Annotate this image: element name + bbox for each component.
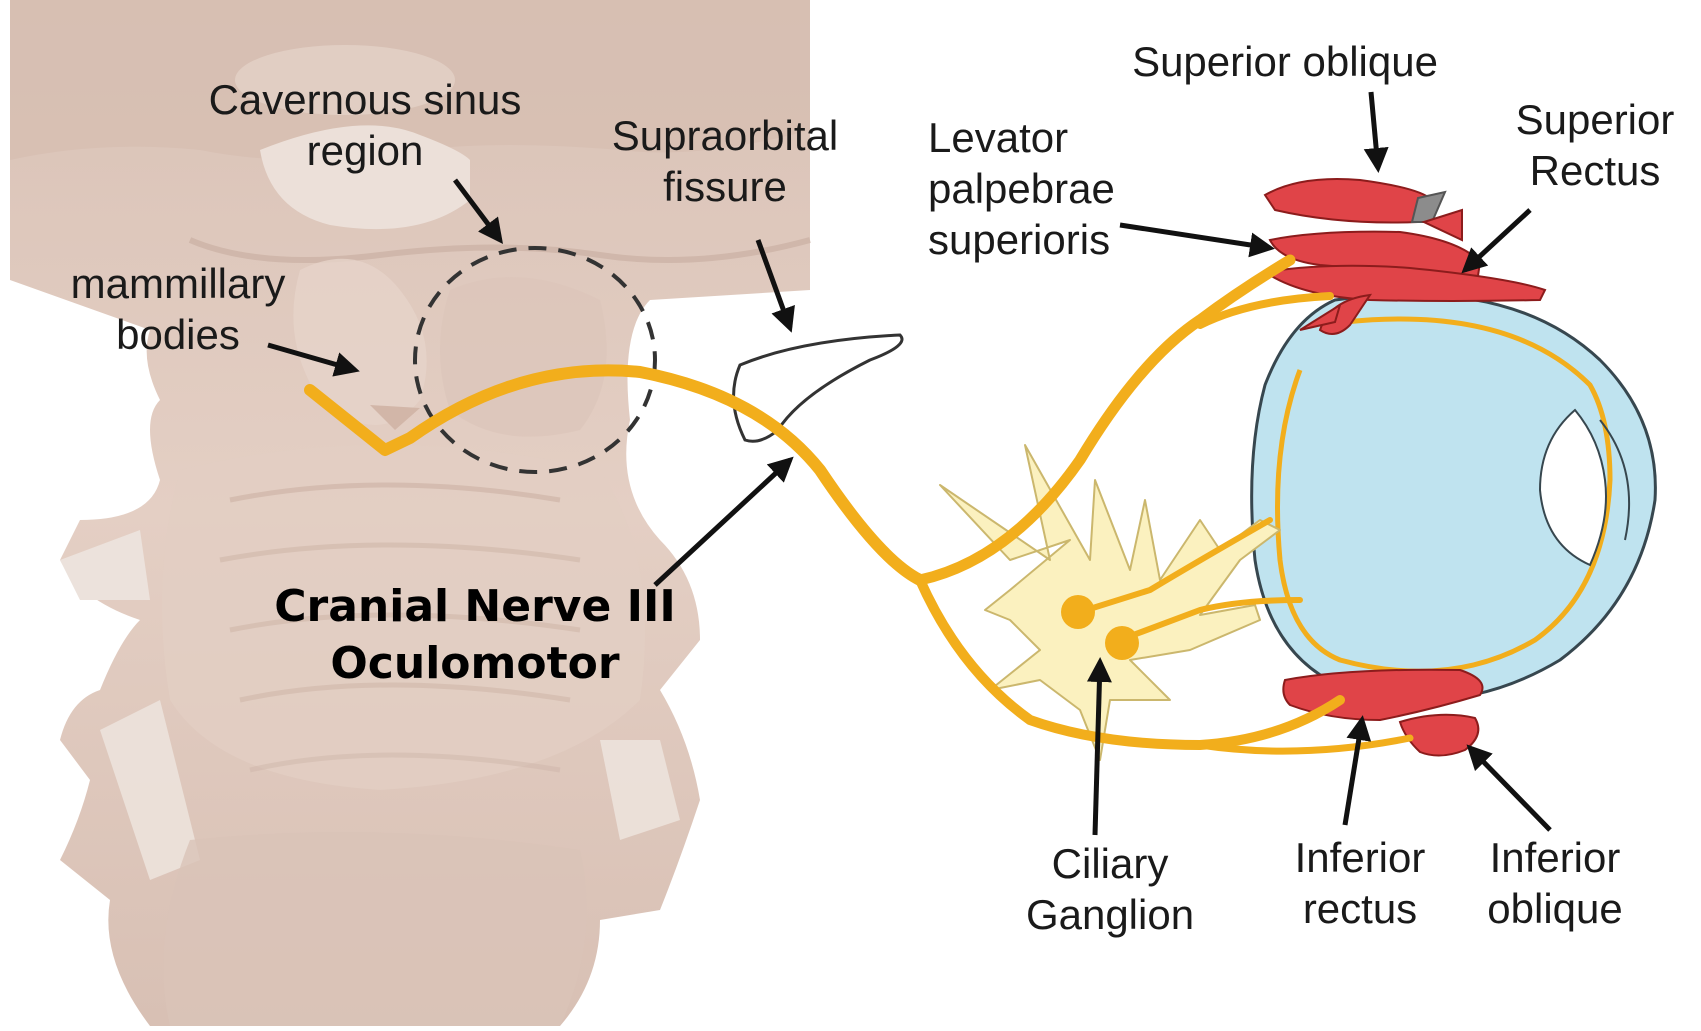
arrow-inferior-rectus bbox=[1345, 720, 1362, 825]
label-supraorbital-fissure: Supraorbital fissure bbox=[585, 110, 865, 212]
superior-oblique-muscle bbox=[1265, 179, 1432, 223]
title-line-1: Cranial Nerve III bbox=[240, 578, 710, 635]
title-line-2: Oculomotor bbox=[240, 635, 710, 692]
label-superior-oblique: Superior oblique bbox=[1100, 36, 1470, 87]
arrow-cn3 bbox=[655, 460, 790, 585]
ganglion-cell-2 bbox=[1105, 626, 1139, 660]
label-cavernous-sinus: Cavernous sinus region bbox=[180, 74, 550, 176]
label-inferior-rectus: Inferior rectus bbox=[1270, 832, 1450, 934]
label-levator-palpebrae-superioris: Levator palpebrae superioris bbox=[928, 112, 1188, 266]
label-superior-rectus: Superior Rectus bbox=[1500, 94, 1690, 196]
label-inferior-oblique: Inferior oblique bbox=[1465, 832, 1645, 934]
diagram-title: Cranial Nerve III Oculomotor bbox=[240, 578, 710, 692]
arrow-inferior-oblique bbox=[1470, 748, 1550, 830]
arrow-superior-oblique bbox=[1371, 92, 1378, 168]
arrow-superior-rectus bbox=[1465, 210, 1530, 270]
eye-illustration bbox=[1252, 294, 1656, 700]
label-mammillary-bodies: mammillary bodies bbox=[48, 258, 308, 360]
label-ciliary-ganglion: Ciliary Ganglion bbox=[1010, 838, 1210, 940]
supraorbital-fissure-outline bbox=[734, 335, 902, 441]
